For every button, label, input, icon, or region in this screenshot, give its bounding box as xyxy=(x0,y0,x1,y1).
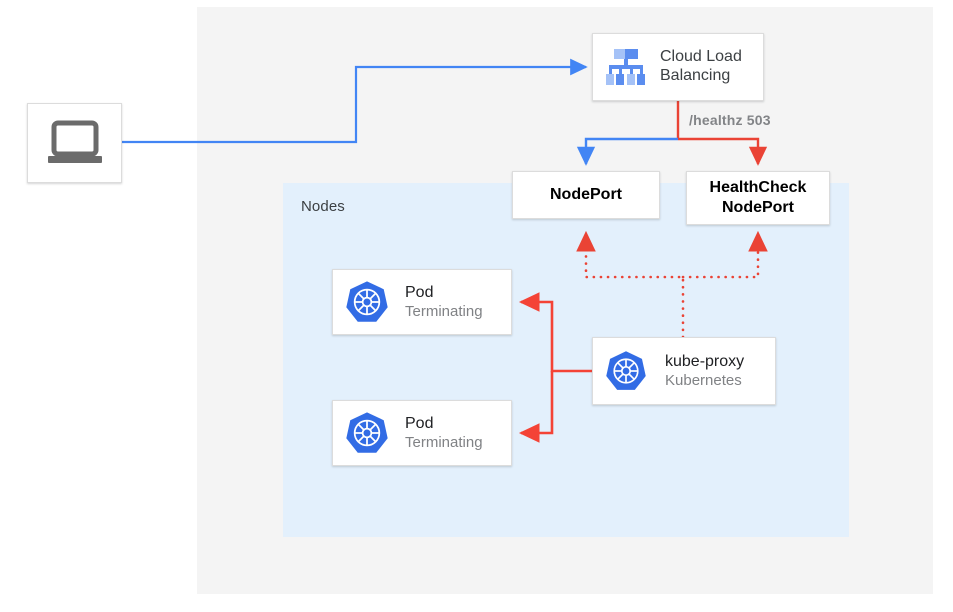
cloud-load-balancing-label: Cloud Load Balancing xyxy=(660,48,742,86)
pod-1-title: Pod xyxy=(405,283,434,301)
pod-2-title: Pod xyxy=(405,414,434,432)
kubernetes-icon xyxy=(605,350,647,392)
clb-line-2: Balancing xyxy=(660,67,731,84)
pod-node-2: Pod Terminating xyxy=(332,400,512,466)
kube-proxy-title: kube-proxy xyxy=(665,352,745,370)
clb-line-1: Cloud Load xyxy=(660,48,742,66)
kube-proxy-labels: kube-proxy Kubernetes xyxy=(665,353,744,390)
cloud-load-balancing-node: Cloud Load Balancing xyxy=(592,33,764,101)
nodes-region-label: Nodes xyxy=(301,198,345,215)
client-node xyxy=(27,103,122,183)
pod-1-status: Terminating xyxy=(405,302,483,320)
cloud-load-balancing-icon xyxy=(604,48,648,86)
kubernetes-icon xyxy=(345,280,389,324)
hc-line-1: HealthCheck xyxy=(709,179,807,196)
healthcheck-nodeport-node: HealthCheck NodePort xyxy=(686,171,830,225)
kubernetes-icon xyxy=(345,411,389,455)
laptop-icon xyxy=(46,120,104,166)
kube-proxy-node: kube-proxy Kubernetes xyxy=(592,337,776,405)
kube-proxy-subtitle: Kubernetes xyxy=(665,371,742,389)
pod-1-labels: Pod Terminating xyxy=(405,284,483,321)
hc-line-2: NodePort xyxy=(721,199,794,216)
nodeport-label: NodePort xyxy=(550,186,622,203)
healthz-label: /healthz 503 xyxy=(689,112,771,128)
nodeport-node: NodePort xyxy=(512,171,660,219)
pod-2-labels: Pod Terminating xyxy=(405,415,483,452)
healthcheck-nodeport-label: HealthCheck NodePort xyxy=(710,178,807,218)
pod-2-status: Terminating xyxy=(405,433,483,451)
pod-node-1: Pod Terminating xyxy=(332,269,512,335)
